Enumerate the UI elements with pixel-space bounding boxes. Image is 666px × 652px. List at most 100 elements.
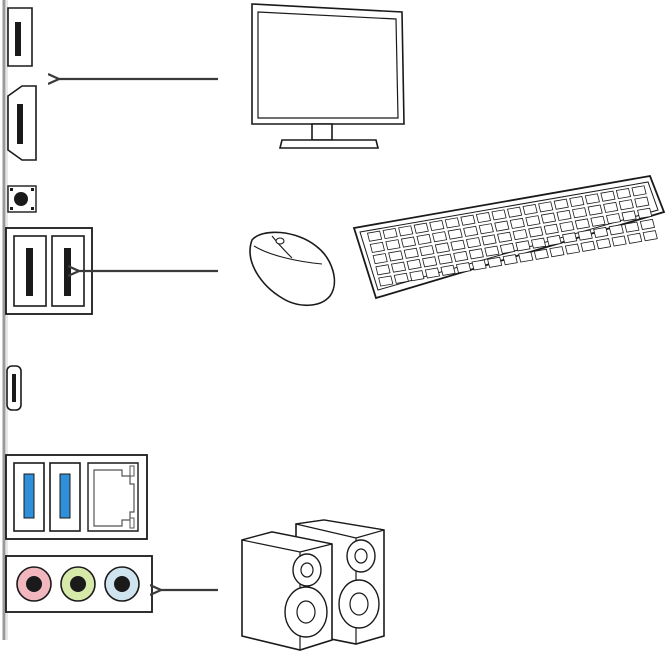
keyboard-key <box>526 216 540 226</box>
keyboard-key <box>448 229 462 239</box>
keyboard-key <box>513 230 527 240</box>
keyboard-key <box>563 233 577 243</box>
keyboard-key <box>410 271 424 281</box>
keyboard-key <box>461 215 475 225</box>
keyboard-key <box>466 238 480 248</box>
keyboard-key <box>391 262 405 272</box>
displayport-icon <box>8 86 36 160</box>
keyboard-key <box>557 210 571 220</box>
keyboard-key <box>581 241 595 251</box>
keyboard-key <box>464 226 478 236</box>
keyboard-key <box>456 263 470 273</box>
keyboard-key <box>554 199 568 209</box>
keyboard-key <box>394 273 408 283</box>
keyboard-key <box>616 188 630 198</box>
keyboard-key <box>414 223 428 233</box>
keyboard-key <box>469 249 483 259</box>
keyboard-key <box>516 241 530 251</box>
keyboard-key <box>585 194 599 204</box>
keyboard-key <box>594 227 608 237</box>
usb-c-icon <box>7 366 21 410</box>
keyboard-key <box>498 232 512 242</box>
keyboard-key <box>441 265 455 275</box>
audio-jack-icon <box>6 556 152 612</box>
keyboard-key <box>482 235 496 245</box>
keyboard-key <box>420 246 434 256</box>
keyboard-key <box>588 205 602 215</box>
keyboard-key <box>399 226 413 236</box>
keyboard-key <box>632 186 646 196</box>
keyboard-key <box>438 254 452 264</box>
keyboard-key <box>435 243 449 253</box>
keyboard-key <box>575 219 589 229</box>
keyboard-key <box>488 257 502 267</box>
keyboard-key <box>433 232 447 242</box>
keyboard-key <box>373 254 387 264</box>
keyboard-key <box>609 225 623 235</box>
monitor-icon <box>252 4 404 148</box>
keyboard-key <box>407 259 421 269</box>
keyboard-key <box>368 231 382 241</box>
speakers-icon <box>242 520 384 650</box>
keyboard-key <box>425 268 439 278</box>
keyboard-key <box>430 220 444 230</box>
keyboard-key <box>417 234 431 244</box>
keyboard-key <box>619 200 633 210</box>
keyboard-key <box>565 244 579 254</box>
keyboard-key <box>625 222 639 232</box>
keyboard-key <box>492 210 506 220</box>
keyboard-key <box>500 243 514 253</box>
keyboard-key <box>596 239 610 249</box>
keyboard-key <box>531 238 545 248</box>
keyboard-key <box>578 230 592 240</box>
keyboard-key <box>495 221 509 231</box>
lan-port-icon <box>88 463 138 531</box>
keyboard-key <box>640 219 654 229</box>
keyboard-key <box>601 191 615 201</box>
usb3-icon <box>6 455 147 539</box>
keyboard-key <box>550 247 564 257</box>
keyboard-key <box>508 207 522 217</box>
keyboard-key <box>485 246 499 256</box>
keyboard-key <box>628 233 642 243</box>
keyboard-key <box>386 240 400 250</box>
keyboard-key <box>383 228 397 238</box>
keyboard-icon <box>354 176 664 298</box>
keyboard-key <box>379 276 393 286</box>
keyboard-key <box>451 240 465 250</box>
keyboard-key <box>510 218 524 228</box>
keyboard-key <box>570 196 584 206</box>
keyboard-key <box>544 224 558 234</box>
keyboard-key <box>591 216 605 226</box>
keyboard-key <box>479 224 493 234</box>
keyboard-key <box>519 252 533 262</box>
keyboard-key <box>503 255 517 265</box>
keyboard-key <box>643 231 657 241</box>
keyboard-key <box>370 242 384 252</box>
keyboard-key <box>389 251 403 261</box>
keyboard-key <box>454 251 468 261</box>
keyboard-key <box>573 208 587 218</box>
keyboard-key <box>560 222 574 232</box>
hdmi-icon <box>8 8 32 66</box>
keyboard-key <box>612 236 626 246</box>
keyboard-key <box>541 213 555 223</box>
button-icon <box>8 186 36 212</box>
keyboard-key <box>523 204 537 214</box>
keyboard-key <box>539 202 553 212</box>
keyboard-key <box>534 249 548 259</box>
keyboard-key <box>476 212 490 222</box>
keyboard-key <box>404 248 418 258</box>
keyboard-key <box>445 218 459 228</box>
keyboard-key <box>622 211 636 221</box>
keyboard-key <box>547 235 561 245</box>
keyboard-key <box>638 208 652 218</box>
keyboard-key <box>401 237 415 247</box>
mouse-icon <box>250 232 334 305</box>
keyboard-key <box>472 260 486 270</box>
keyboard-key <box>606 214 620 224</box>
keyboard-key <box>529 227 543 237</box>
keyboard-key <box>376 265 390 275</box>
